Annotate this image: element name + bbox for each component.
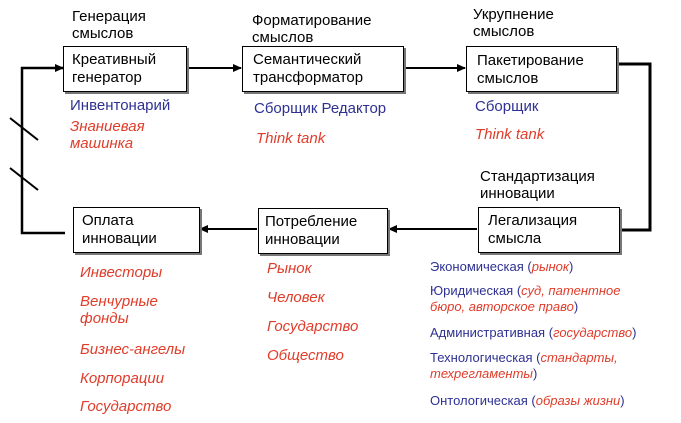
payment-item-corporations: Корпорации <box>80 370 165 387</box>
legalization-type-administrative: Административная (государство) <box>430 325 637 340</box>
connector-packaging-to-legalization <box>618 62 652 232</box>
legalization-type-name: Административная <box>430 325 546 340</box>
box-payment-label: Оплата инновации <box>82 212 157 247</box>
role-think-tank-packaging: Think tank <box>475 126 545 143</box>
box-payment: Оплата инновации <box>73 207 200 253</box>
stage-label-enlarging: Укрупнение смыслов <box>473 6 554 40</box>
payment-item-venture-funds: Венчурные фонды <box>80 293 158 327</box>
stage-label-formatting: Форматирование смыслов <box>252 12 372 46</box>
legalization-type-detail: образы жизни <box>535 393 621 408</box>
legalization-type-detail: суд, патентное бюро, авторское право <box>430 283 621 314</box>
payment-item-state: Государство <box>80 398 172 415</box>
legalization-type-name: Технологическая <box>430 350 533 365</box>
role-knowledge-machine: Знаниевая машинка <box>70 118 145 152</box>
legalization-type-detail: стандарты, техрегламенты <box>430 350 618 381</box>
consumption-item-state: Государство <box>267 318 359 335</box>
legalization-type-detail: государство <box>553 325 633 340</box>
stage-label-standardization: Стандартизация инновации <box>480 168 595 202</box>
box-legalization: Легализация смысла <box>478 207 620 253</box>
role-think-tank-formatting: Think tank <box>256 130 326 147</box>
box-consumption-label: Потребление инновации <box>265 213 358 248</box>
box-legalization-label: Легализация смысла <box>488 212 578 247</box>
legalization-type-technological: Технологическая (стандарты, техрегламент… <box>430 350 618 381</box>
role-assembler: Сборщик <box>475 98 539 115</box>
box-creative-generator: Креативный генератор <box>63 46 187 92</box>
box-packaging: Пакетирование смыслов <box>466 46 617 92</box>
consumption-item-person: Человек <box>267 289 325 306</box>
role-inventonary: Инвентонарий <box>70 97 171 114</box>
box-packaging-label: Пакетирование смыслов <box>477 52 584 87</box>
legalization-type-economic: Экономическая (рынок) <box>430 259 574 274</box>
break-mark-bottom <box>9 167 39 191</box>
stage-label-generation: Генерация смыслов <box>72 8 146 42</box>
legalization-type-detail: рынок <box>531 259 570 274</box>
box-semantic-transformer: Семантический трансформатор <box>242 46 404 92</box>
legalization-type-name: Экономическая <box>430 259 524 274</box>
legalization-type-name: Онтологическая <box>430 393 528 408</box>
legalization-type-ontological: Онтологическая (образы жизни) <box>430 393 625 408</box>
break-mark-top <box>9 117 39 141</box>
consumption-item-market: Рынок <box>267 260 312 277</box>
payment-item-investors: Инвесторы <box>80 264 163 281</box>
role-assembler-editor: Сборщик Редактор <box>254 100 387 117</box>
box-creative-generator-label: Креативный генератор <box>72 51 157 86</box>
consumption-item-society: Общество <box>267 347 344 364</box>
box-consumption: Потребление инновации <box>258 208 388 254</box>
loop-connector-left <box>20 64 65 235</box>
payment-item-business-angels: Бизнес-ангелы <box>80 341 186 358</box>
legalization-type-legal: Юридическая (суд, патентное бюро, авторс… <box>430 283 621 314</box>
box-semantic-transformer-label: Семантический трансформатор <box>253 51 364 86</box>
legalization-type-name: Юридическая <box>430 283 514 298</box>
